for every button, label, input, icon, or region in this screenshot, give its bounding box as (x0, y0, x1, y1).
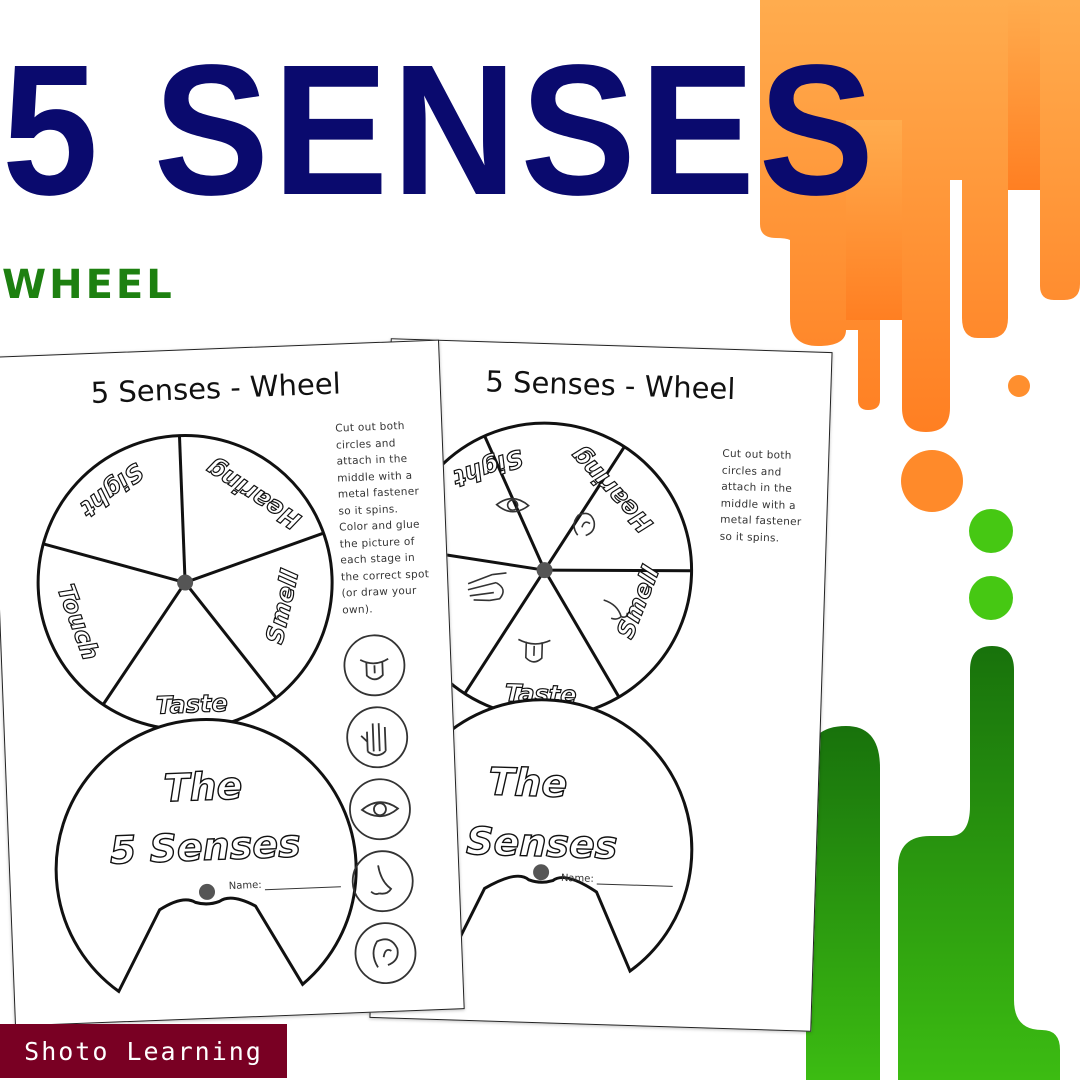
green-dot-2 (969, 576, 1013, 620)
worksheet-preview-left: 5 Senses - Wheel Cut out both circles an… (0, 339, 465, 1027)
wheel-label-touch: Touch (52, 581, 105, 664)
nose-icon (603, 599, 629, 620)
wheel-label-smell: Smell (260, 566, 304, 646)
tongue-icon (343, 634, 406, 697)
hand-icon (467, 572, 507, 602)
cover-wheel (54, 717, 358, 994)
wheel-label-smell: Smell (611, 562, 665, 643)
cover-text-the: The (163, 764, 243, 811)
cover-text-senses: 5 Senses (109, 821, 301, 872)
page-subtitle: WHEEL (2, 262, 175, 308)
wheel-label-taste: Taste (155, 689, 228, 720)
fastener-dot (533, 864, 550, 881)
cutout-pictures (343, 634, 417, 985)
hand-icon (346, 706, 409, 769)
orange-dot-large (901, 450, 963, 512)
wheel-label-sight: Sight (74, 457, 149, 523)
wheel-label-hearing: Hearing (565, 441, 659, 538)
worksheet-wheels-left: Sight Hearing Smell Taste Touch The 5 Se… (36, 434, 417, 994)
name-label: Name: (229, 880, 262, 892)
cover-text-the: The (488, 760, 568, 806)
name-label: Name: (561, 873, 594, 885)
green-drip-shape (806, 646, 1060, 1080)
green-dot-1 (969, 509, 1013, 553)
fastener-dot (536, 562, 553, 579)
wheel-pictures (467, 497, 629, 663)
orange-dot-small (1008, 375, 1030, 397)
eye-icon (349, 778, 411, 841)
fastener-dot (177, 574, 194, 591)
brand-label: Shoto Learning (0, 1024, 287, 1078)
wheel-label-hearing: Hearing (201, 454, 306, 535)
nose-icon (351, 850, 414, 913)
eye-icon (495, 497, 530, 513)
orange-drip-shape (760, 0, 1080, 432)
ear-icon (573, 512, 596, 537)
page-title: 5 SENSES (2, 27, 878, 234)
tongue-icon (518, 638, 551, 663)
fastener-dot (199, 883, 216, 900)
ear-icon (354, 922, 417, 985)
